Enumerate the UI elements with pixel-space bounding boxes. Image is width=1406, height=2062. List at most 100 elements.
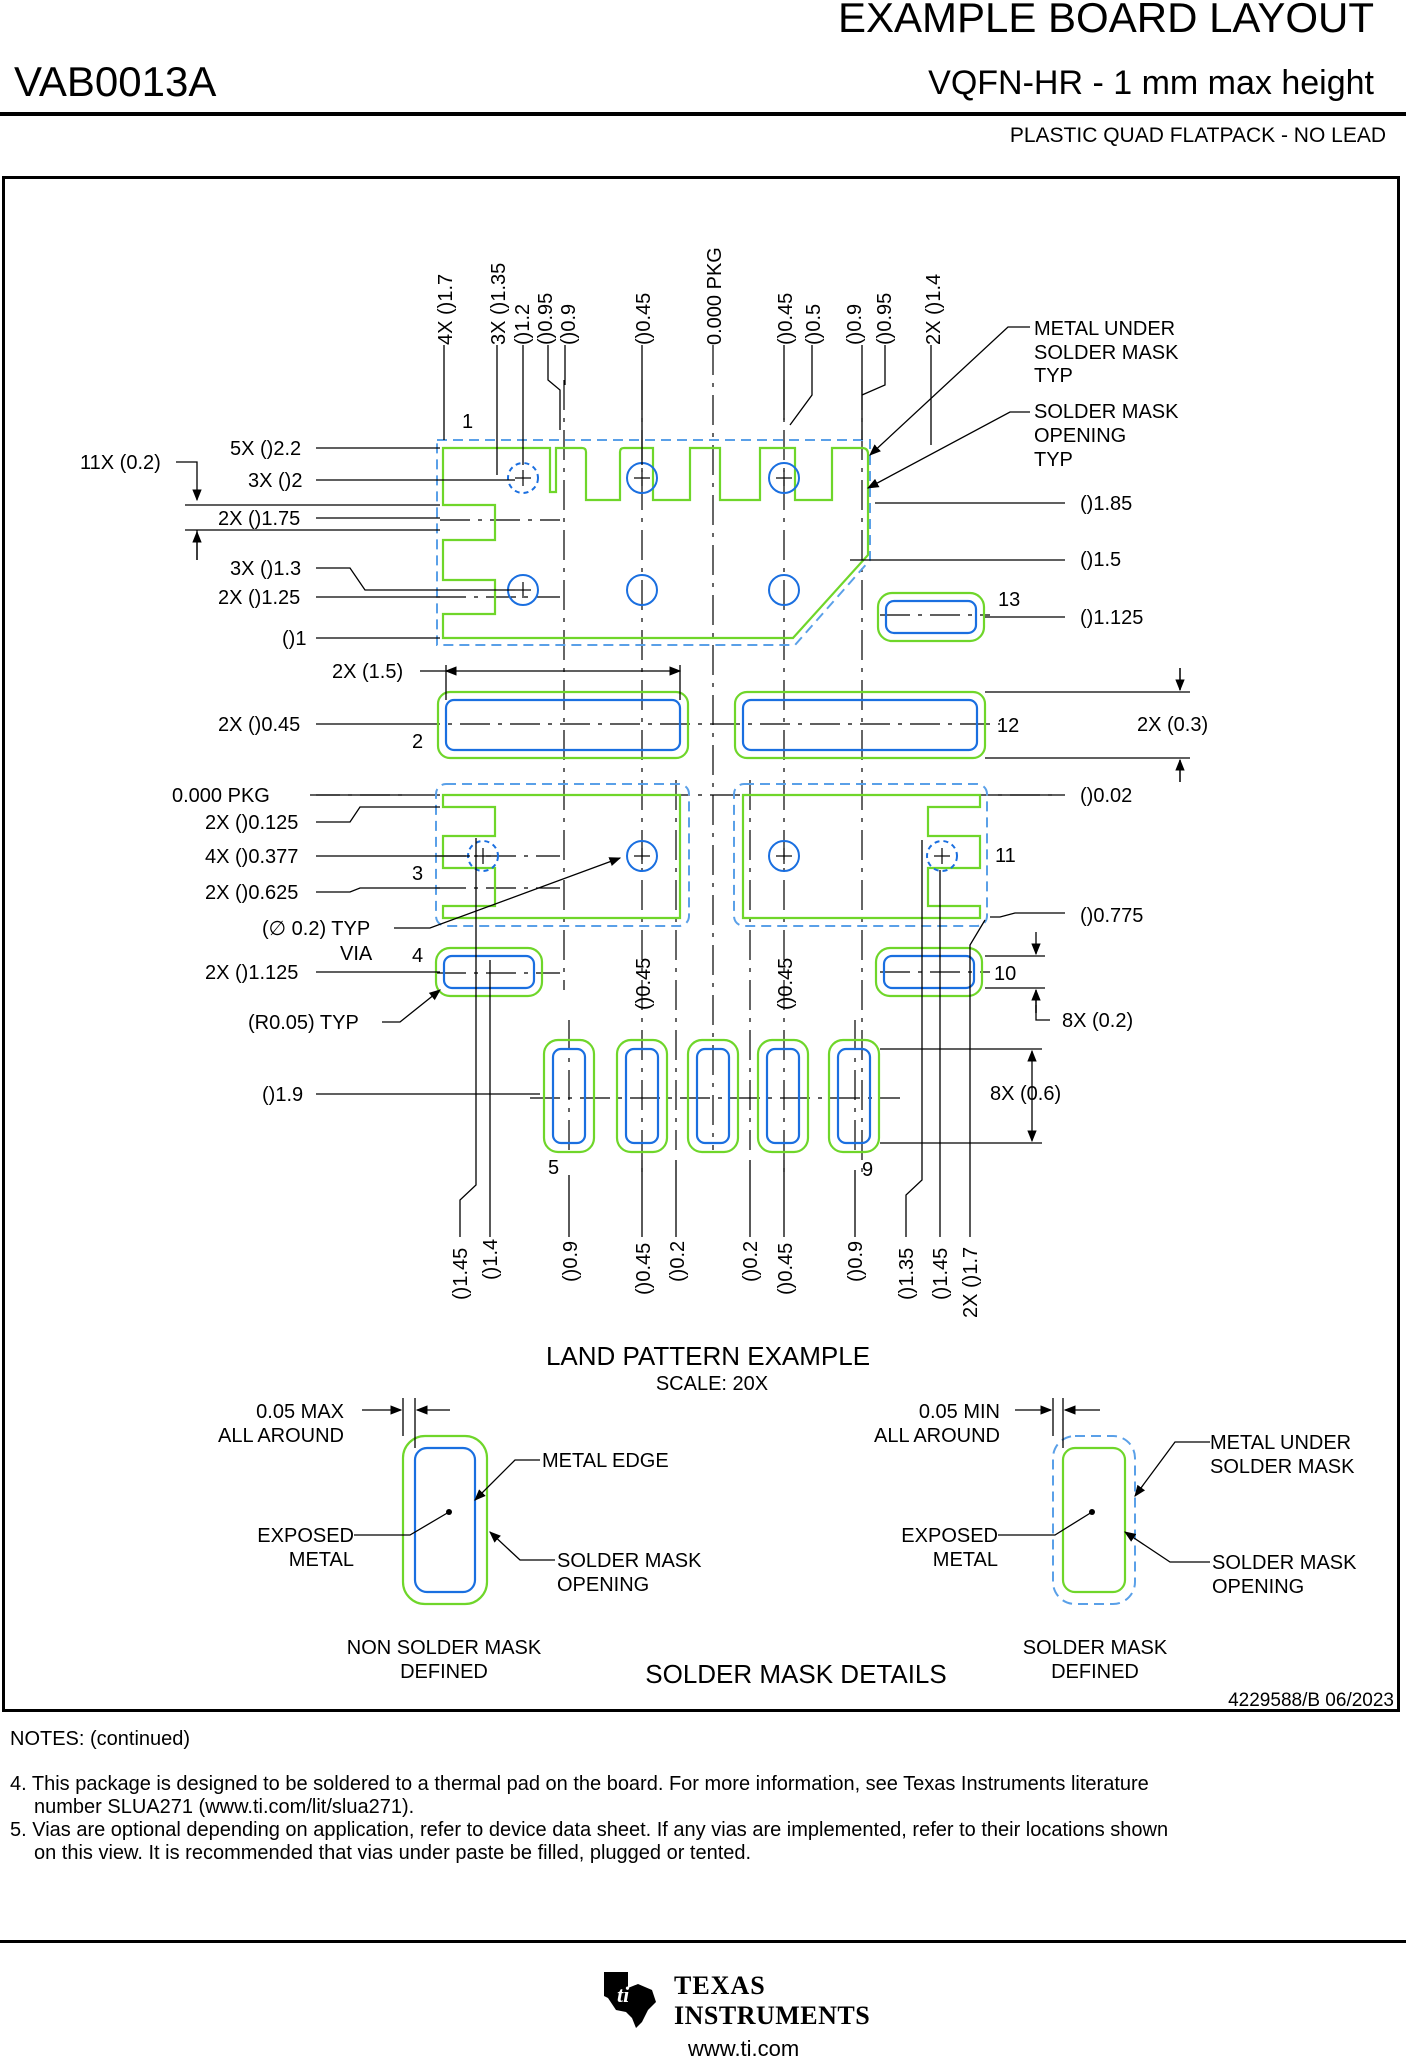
dim-bottom: ()0.2 [740, 1241, 762, 1282]
pad-12-mask [733, 690, 987, 760]
svg-text:METAL UNDER: METAL UNDER [1210, 1432, 1351, 1454]
dim-left: 2X ()0.625 [205, 882, 298, 904]
dim-right: ()1.5 [1080, 549, 1121, 571]
document-id: VAB0013A [14, 58, 217, 105]
bottom-pads [542, 1038, 881, 1154]
notes-heading: NOTES: (continued) [10, 1728, 191, 1750]
pad-1-metal [441, 446, 870, 640]
pad-12-metal [741, 698, 979, 752]
brand-line2: INSTRUMENTS [674, 2001, 870, 2030]
detail-nsmd [354, 1398, 555, 1606]
pad-9-mask [827, 1038, 881, 1154]
pad-5-metal [551, 1047, 587, 1145]
pad-9-metal [836, 1047, 872, 1145]
svg-text:NON SOLDER MASK: NON SOLDER MASK [347, 1637, 542, 1659]
dim-bottom: ()0.2 [667, 1241, 689, 1282]
dim-left: (∅ 0.2) TYP [262, 918, 370, 940]
dim-top: 3X ()1.35 [488, 263, 510, 345]
pad-7-mask [686, 1038, 740, 1154]
dim-left: 5X ()2.2 [230, 438, 301, 460]
dim-left: ()1.9 [262, 1084, 303, 1106]
pad-3-metal [441, 793, 682, 920]
pad-group [434, 439, 988, 1154]
brand-line1: TEXAS [674, 1971, 766, 2000]
dim-left: 4X ()0.377 [205, 846, 298, 868]
dim-left: 2X (1.5) [332, 661, 403, 683]
site-url[interactable]: www.ti.com [688, 2036, 800, 2061]
pad-7-metal [695, 1047, 731, 1145]
pin-label: 12 [997, 715, 1019, 737]
drawing-frame [2, 176, 1400, 1712]
pad-4-metal [442, 954, 536, 990]
pin-label: 11 [995, 845, 1016, 867]
pin-label: 9 [862, 1159, 873, 1181]
pad-1-mask [436, 439, 871, 646]
svg-text:0.05 MIN: 0.05 MIN [919, 1401, 1000, 1423]
svg-text:DEFINED: DEFINED [400, 1661, 488, 1683]
dim-left: 2X ()1.125 [205, 962, 298, 984]
dim-right: ()0.02 [1080, 785, 1132, 807]
drawing-number: 4229588/B 06/2023 [1228, 1690, 1394, 1711]
pad-13-metal [884, 599, 978, 635]
dim-left: (R0.05) TYP [248, 1012, 359, 1034]
svg-text:SOLDER MASK: SOLDER MASK [1023, 1637, 1168, 1659]
note-5-cont: on this view. It is recommended that via… [34, 1842, 752, 1864]
dim-top: 0.000 PKG [704, 247, 726, 345]
dim-top: ()0.95 [535, 293, 557, 345]
pin-label: 1 [462, 411, 473, 433]
pad-2-metal [444, 698, 682, 752]
callout-text: OPENING [1034, 425, 1126, 447]
svg-text:0.05 MAX: 0.05 MAX [256, 1401, 344, 1423]
dim-top: 2X ()1.4 [923, 274, 945, 345]
ti-logo: ti TEXAS INSTRUMENTS [604, 1971, 870, 2030]
details-title: SOLDER MASK DETAILS [645, 1659, 947, 1689]
pad-5-mask [542, 1038, 596, 1154]
dim-bottom: ()1.45 [930, 1248, 952, 1300]
svg-text:OPENING: OPENING [1212, 1576, 1304, 1598]
pin-label: 4 [412, 945, 423, 967]
note-4-cont: number SLUA271 (www.ti.com/lit/slua271). [34, 1796, 415, 1818]
dim-top: 4X ()1.7 [435, 274, 457, 345]
dim-text: 4X ()1.7 3X ()1.35 ()1.2 ()0.95 ()0.9 ()… [80, 247, 1208, 1395]
dim-bottom: 2X ()1.7 [960, 1247, 982, 1318]
svg-text:METAL: METAL [933, 1549, 998, 1571]
dim-left: 2X ()0.125 [205, 812, 298, 834]
leaders [176, 326, 1190, 1237]
dim-right: ()0.775 [1080, 905, 1143, 927]
svg-text:ti: ti [617, 1982, 630, 2007]
dim-bottom: ()1.35 [896, 1248, 918, 1300]
pad-8-mask [756, 1038, 810, 1154]
dim-left: 2X ()0.45 [218, 714, 300, 736]
dim-left: 0.000 PKG [172, 785, 270, 807]
svg-text:METAL EDGE: METAL EDGE [542, 1450, 669, 1472]
dim-bottom: ()0.9 [560, 1241, 582, 1282]
pin-label: 10 [994, 963, 1016, 985]
dim-top: ()1.2 [512, 304, 534, 345]
svg-text:OPENING: OPENING [557, 1574, 649, 1596]
svg-text:EXPOSED: EXPOSED [901, 1525, 998, 1547]
package-type: PLASTIC QUAD FLATPACK - NO LEAD [1009, 124, 1386, 147]
svg-text:SOLDER MASK: SOLDER MASK [557, 1550, 702, 1572]
note-5: 5. Vias are optional depending on applic… [10, 1819, 1169, 1841]
callout-text: TYP [1034, 365, 1073, 387]
pin-label: 13 [998, 589, 1020, 611]
svg-text:SOLDER MASK: SOLDER MASK [1210, 1456, 1355, 1478]
pad-11-mask [733, 783, 988, 927]
callout-text: SOLDER MASK [1034, 401, 1179, 423]
dim-left: 2X ()1.25 [218, 587, 300, 609]
dim-left: 3X ()1.3 [230, 558, 301, 580]
dim-top: ()0.5 [803, 304, 825, 345]
svg-text:ALL AROUND: ALL AROUND [874, 1425, 1000, 1447]
pin-label: 5 [548, 1157, 559, 1179]
pad-8-metal [765, 1047, 801, 1145]
dim-right: ()1.125 [1080, 607, 1143, 629]
notes-section: NOTES: (continued) 4. This package is de… [10, 1728, 1390, 1865]
dim-bottom: ()1.4 [480, 1239, 502, 1280]
footer-rule [0, 1940, 1406, 1943]
dim-bottom: ()0.45 [775, 1243, 797, 1295]
dim-top: ()0.9 [844, 304, 866, 345]
via-crosses [475, 470, 950, 864]
dim-right: ()1.85 [1080, 493, 1132, 515]
dim-left: 2X ()1.75 [218, 508, 300, 530]
callout-text: SOLDER MASK [1034, 342, 1179, 364]
